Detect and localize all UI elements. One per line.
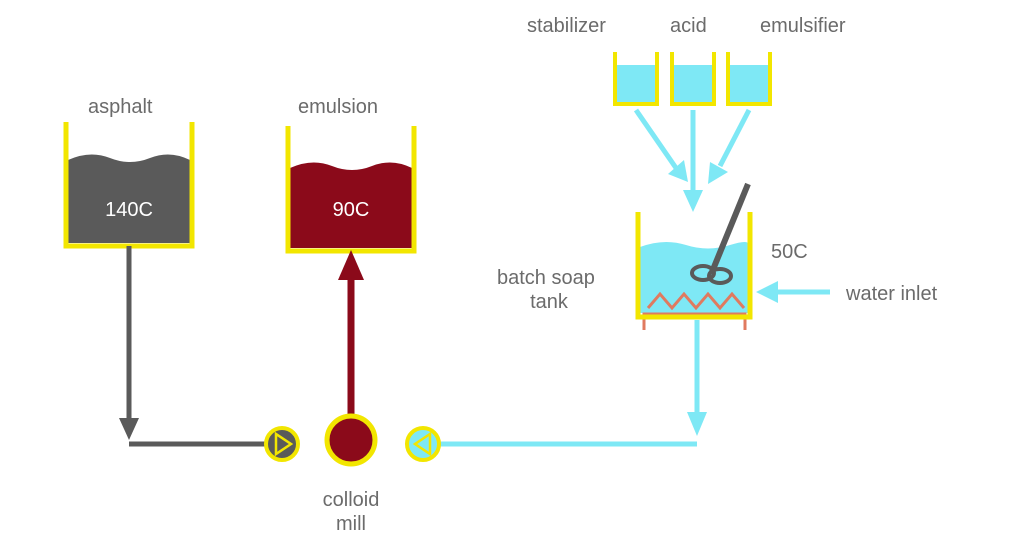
heater-leads bbox=[642, 312, 747, 330]
water-inlet-label: water inlet bbox=[846, 283, 938, 305]
asphalt-temperature: 140C bbox=[105, 199, 153, 221]
agitator-blade-left bbox=[690, 264, 716, 282]
asphalt-label: asphalt bbox=[88, 96, 153, 118]
asphalt-down-arrowhead bbox=[119, 418, 139, 440]
emulsion-label: emulsion bbox=[298, 96, 379, 118]
colloid-mill-label-line1: colloid bbox=[322, 489, 380, 511]
soap-pump-triangle-icon bbox=[412, 431, 432, 457]
soap-temperature: 50C bbox=[771, 241, 808, 263]
asphalt-liquid bbox=[68, 154, 190, 243]
colloid-mill-body bbox=[324, 413, 378, 467]
emulsifier-tank bbox=[726, 52, 772, 106]
soap-down-arrowhead bbox=[687, 412, 707, 436]
stabilizer-tank-wall bbox=[613, 52, 659, 106]
stabilizer-tank bbox=[613, 52, 659, 106]
emulsifier-feed-line bbox=[717, 108, 752, 168]
agitator-blade-right bbox=[707, 267, 733, 285]
stabilizer-liquid bbox=[617, 65, 655, 102]
emulsion-tank bbox=[285, 126, 417, 254]
soap-tank-label-line1: batch soap bbox=[497, 267, 595, 289]
emulsion-temperature: 90C bbox=[332, 199, 370, 221]
acid-tank bbox=[670, 52, 716, 106]
emulsifier-tank-wall bbox=[726, 52, 772, 106]
emulsion-liquid bbox=[290, 162, 412, 248]
stabilizer-feed-arrowhead bbox=[668, 160, 688, 182]
emulsion-up-arrowhead bbox=[338, 250, 364, 280]
colloid-mill bbox=[324, 413, 378, 467]
soap-tank-wall bbox=[635, 212, 753, 320]
asphalt-pump bbox=[264, 426, 300, 462]
agitator-shaft bbox=[709, 182, 751, 274]
heater-coil bbox=[646, 291, 746, 311]
additive-feed-arrows bbox=[633, 108, 752, 212]
asphalt-tank bbox=[63, 122, 195, 249]
asphalt-line bbox=[119, 246, 266, 447]
water-inlet-arrowhead bbox=[756, 281, 778, 303]
emulsifier-liquid bbox=[730, 65, 768, 102]
soap-pump-body bbox=[405, 426, 441, 462]
acid-feed-arrowhead bbox=[683, 190, 703, 212]
acid-label: acid bbox=[670, 15, 707, 37]
asphalt-pump-body bbox=[264, 426, 300, 462]
water-inlet-arrow bbox=[756, 281, 830, 303]
stabilizer-label: stabilizer bbox=[527, 15, 606, 37]
soap-line bbox=[440, 320, 707, 447]
acid-tank-wall bbox=[670, 52, 716, 106]
acid-liquid bbox=[674, 65, 712, 102]
emulsion-line bbox=[338, 250, 364, 414]
batch-soap-tank bbox=[635, 182, 753, 330]
soap-tank-label-line2: tank bbox=[530, 291, 568, 313]
soap-pump bbox=[405, 426, 441, 462]
emulsifier-label: emulsifier bbox=[760, 15, 846, 37]
emulsifier-feed-arrowhead bbox=[708, 162, 728, 184]
asphalt-pump-triangle-icon bbox=[274, 431, 294, 457]
stabilizer-feed-line bbox=[633, 108, 679, 170]
colloid-mill-label-line2: mill bbox=[336, 513, 366, 535]
